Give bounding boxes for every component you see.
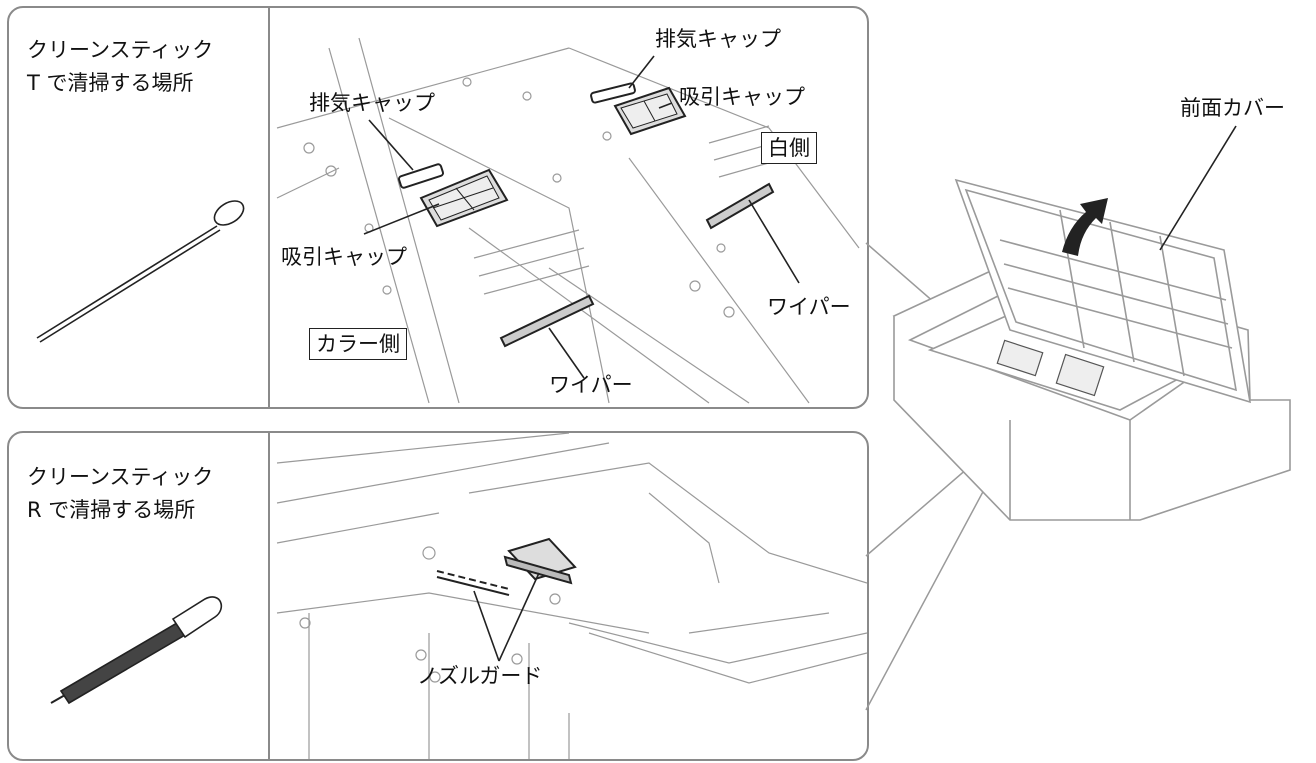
panel-divider	[268, 8, 270, 407]
clean-stick-r-icon	[50, 596, 223, 705]
label-leader-lines	[363, 55, 800, 379]
bottom-cleaning-panel: クリーンスティック R で清掃する場所	[7, 431, 869, 761]
white-side-label: 白側	[761, 132, 817, 164]
bottom-panel-illustration	[50, 433, 867, 759]
exhaust-cap-label-left: 排気キャップ	[309, 91, 435, 115]
clean-stick-r-label: クリーンスティック R で清掃する場所	[27, 465, 214, 522]
nozzle-guard-leaders	[473, 572, 540, 662]
wiper-label-left: ワイパー	[549, 373, 633, 397]
nozzle-guard-label: ノズルガード	[417, 664, 543, 688]
color-side-label: カラー側	[309, 328, 407, 360]
front-cover-label: 前面カバー	[1180, 96, 1285, 120]
clean-stick-t-icon	[36, 200, 245, 343]
printer-body	[892, 261, 1291, 521]
color-side-caps	[398, 163, 509, 228]
clean-stick-t-label: クリーンスティック T で清掃する場所	[27, 38, 214, 95]
front-cover-leader	[1159, 125, 1237, 251]
suction-cap-label-right: 吸引キャップ	[679, 85, 805, 109]
nozzle-area-drawing	[276, 433, 867, 759]
zoom-connector-lines	[865, 242, 1016, 711]
top-cleaning-panel: クリーンスティック T で清掃する場所	[7, 6, 869, 409]
wiper-blades	[499, 182, 775, 348]
printer-carriage	[996, 339, 1105, 397]
open-arrow-icon	[1062, 198, 1108, 256]
suction-cap-label-left: 吸引キャップ	[281, 245, 407, 269]
white-side-caps	[590, 82, 687, 136]
wiper-label-right: ワイパー	[767, 295, 851, 319]
front-cover	[954, 178, 1252, 404]
nozzle-guard-part	[436, 537, 577, 596]
top-panel-illustration	[36, 37, 860, 404]
panel-divider	[268, 433, 270, 759]
exhaust-cap-label-right: 排気キャップ	[655, 27, 781, 51]
